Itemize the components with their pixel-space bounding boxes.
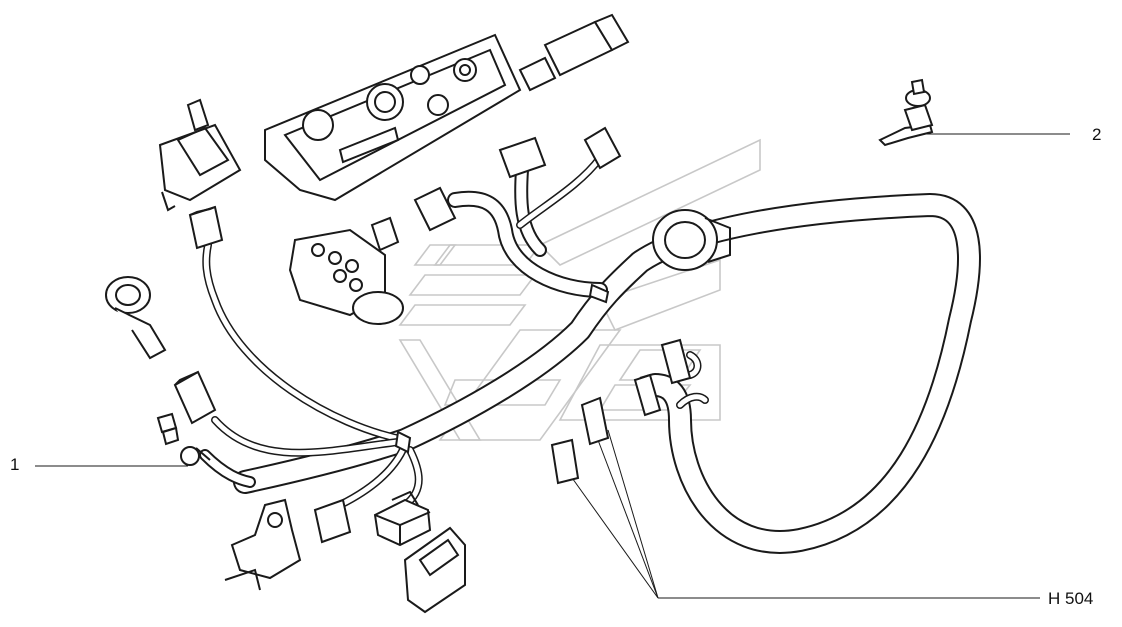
connector-right-a bbox=[633, 373, 662, 417]
right-branch-cable bbox=[676, 351, 709, 409]
control-panel-module bbox=[264, 13, 630, 202]
leader-line-h504-c bbox=[607, 429, 659, 599]
blank-plug-b bbox=[580, 396, 610, 446]
callout-label-2: 2 bbox=[1092, 125, 1102, 144]
blank-plug-a bbox=[550, 438, 580, 485]
leader-lines bbox=[35, 133, 1070, 599]
connector-left-mid bbox=[173, 370, 217, 425]
joystick-switch bbox=[288, 216, 404, 325]
connector-top-c bbox=[583, 126, 622, 170]
tie-clip bbox=[394, 283, 610, 454]
connector-right-b bbox=[660, 338, 692, 385]
rocker-switch bbox=[403, 526, 466, 614]
sensor-bolt bbox=[156, 412, 180, 446]
connector-upper-left bbox=[188, 205, 224, 250]
callout-label-1: 1 bbox=[10, 455, 20, 474]
grommet-ring bbox=[652, 209, 731, 271]
relay-module bbox=[158, 98, 242, 212]
connector-top-b bbox=[498, 136, 547, 179]
ring-terminal bbox=[180, 446, 211, 466]
connectors bbox=[173, 126, 692, 547]
connector-bottom-b bbox=[373, 490, 432, 547]
callout-label-ref-code: H 504 bbox=[1048, 589, 1094, 608]
leader-line-h504-a bbox=[569, 474, 659, 599]
harness-cables bbox=[199, 154, 981, 554]
connector-top-a bbox=[413, 186, 457, 232]
left-branch-cable bbox=[199, 241, 423, 509]
mounting-bracket bbox=[224, 498, 302, 591]
connector-bottom-a bbox=[313, 498, 352, 544]
upper-branch-cable bbox=[447, 154, 608, 298]
key-switch bbox=[105, 276, 167, 360]
clip-fastener bbox=[878, 78, 934, 147]
main-trunk-cable bbox=[233, 193, 981, 554]
leader-line-h504-b bbox=[597, 439, 659, 599]
